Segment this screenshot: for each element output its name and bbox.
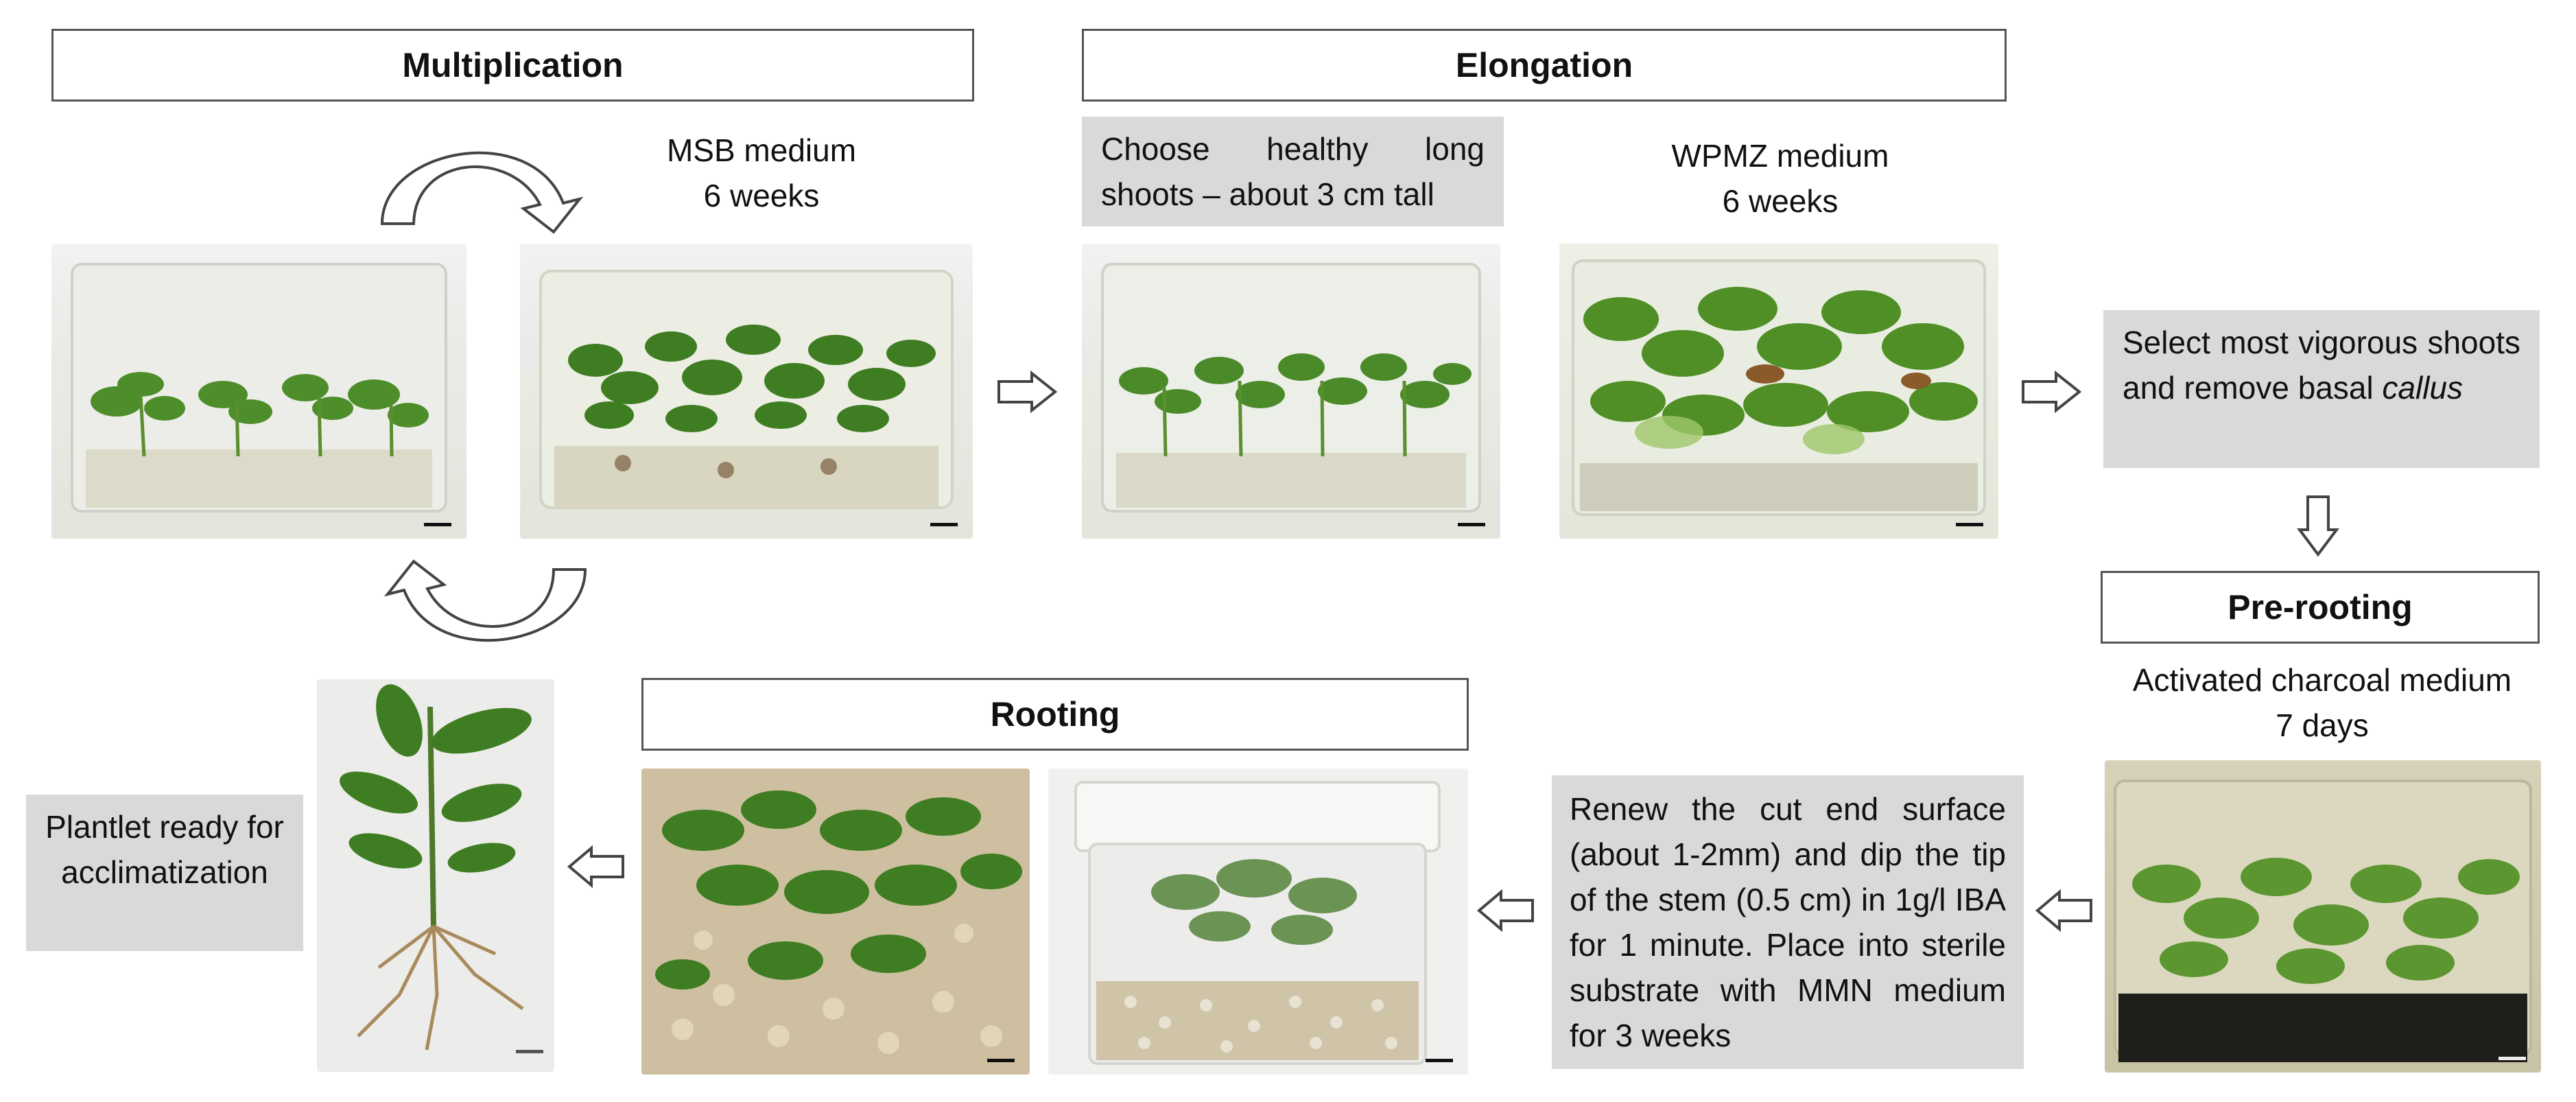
rooting-procedure-note: Renew the cut end surface (about 1-2mm) …	[1552, 775, 2024, 1069]
arrow-left-to-plantlet-icon	[567, 845, 624, 888]
charcoal-duration-label: 7 days	[2276, 707, 2369, 743]
rooting-header: Rooting	[641, 678, 1469, 751]
cycle-bottom-curved-arrow-icon	[383, 559, 587, 642]
pre-rooting-header: Pre-rooting	[2101, 571, 2540, 644]
multiplication-6-weeks-illustration	[539, 270, 954, 509]
rooting-container-illustration	[1074, 781, 1441, 1065]
arrow-left-to-rooting-icon	[1476, 889, 1534, 932]
elongation-6-weeks-photo	[1559, 244, 1998, 539]
elongation-6-weeks-illustration	[1572, 259, 1986, 516]
scale-bar	[424, 523, 451, 526]
charcoal-caption: Activated charcoal medium 7 days	[2085, 657, 2559, 748]
arrow-down-to-pre-rooting-icon	[2297, 495, 2339, 557]
pre-rooting-illustration	[2114, 779, 2532, 1062]
multiplication-6-weeks-photo	[520, 244, 973, 539]
scale-bar	[2498, 1057, 2526, 1060]
arrow-right-to-elongation-icon	[997, 371, 1058, 413]
plantlet-ready-note: Plantlet ready for acclimatization	[26, 795, 303, 951]
arrow-right-to-selection-icon	[2022, 371, 2082, 413]
multiplication-start-illustration	[71, 263, 447, 513]
msb-duration-label: 6 weeks	[703, 178, 820, 213]
elongation-header: Elongation	[1082, 29, 2007, 102]
rooting-top-photo	[641, 769, 1030, 1075]
msb-caption: MSB medium 6 weeks	[604, 128, 919, 218]
select-shoots-note: Select most vigorous shoots and remove b…	[2103, 310, 2540, 468]
multiplication-start-photo	[51, 244, 466, 539]
wpmz-medium-label: WPMZ medium	[1671, 138, 1889, 174]
scale-bar	[1458, 523, 1485, 526]
wpmz-caption: WPMZ medium 6 weeks	[1605, 133, 1955, 224]
msb-medium-label: MSB medium	[666, 132, 857, 168]
rooting-top-illustration	[655, 790, 1022, 1054]
callus-term: callus	[2382, 370, 2463, 406]
cycle-top-curved-arrow-icon	[380, 151, 584, 234]
scale-bar	[1956, 523, 1983, 526]
arrow-left-to-procedure-icon	[2035, 889, 2092, 932]
rooting-container-photo	[1048, 769, 1468, 1075]
elongation-start-photo	[1082, 244, 1500, 539]
pre-rooting-photo	[2105, 760, 2541, 1072]
multiplication-header: Multiplication	[51, 29, 974, 102]
rooted-plantlet-photo	[317, 679, 554, 1072]
elongation-start-illustration	[1101, 263, 1481, 513]
rooted-plantlet-illustration	[340, 684, 543, 1053]
charcoal-medium-label: Activated charcoal medium	[2132, 662, 2512, 698]
scale-bar	[987, 1059, 1015, 1062]
wpmz-duration-label: 6 weeks	[1722, 183, 1839, 219]
scale-bar	[930, 523, 958, 526]
scale-bar	[1426, 1059, 1453, 1062]
choose-shoots-note: Choose healthy long shoots – about 3 cm …	[1082, 117, 1504, 226]
select-shoots-text: Select most vigorous shoots and remove b…	[2123, 325, 2520, 406]
